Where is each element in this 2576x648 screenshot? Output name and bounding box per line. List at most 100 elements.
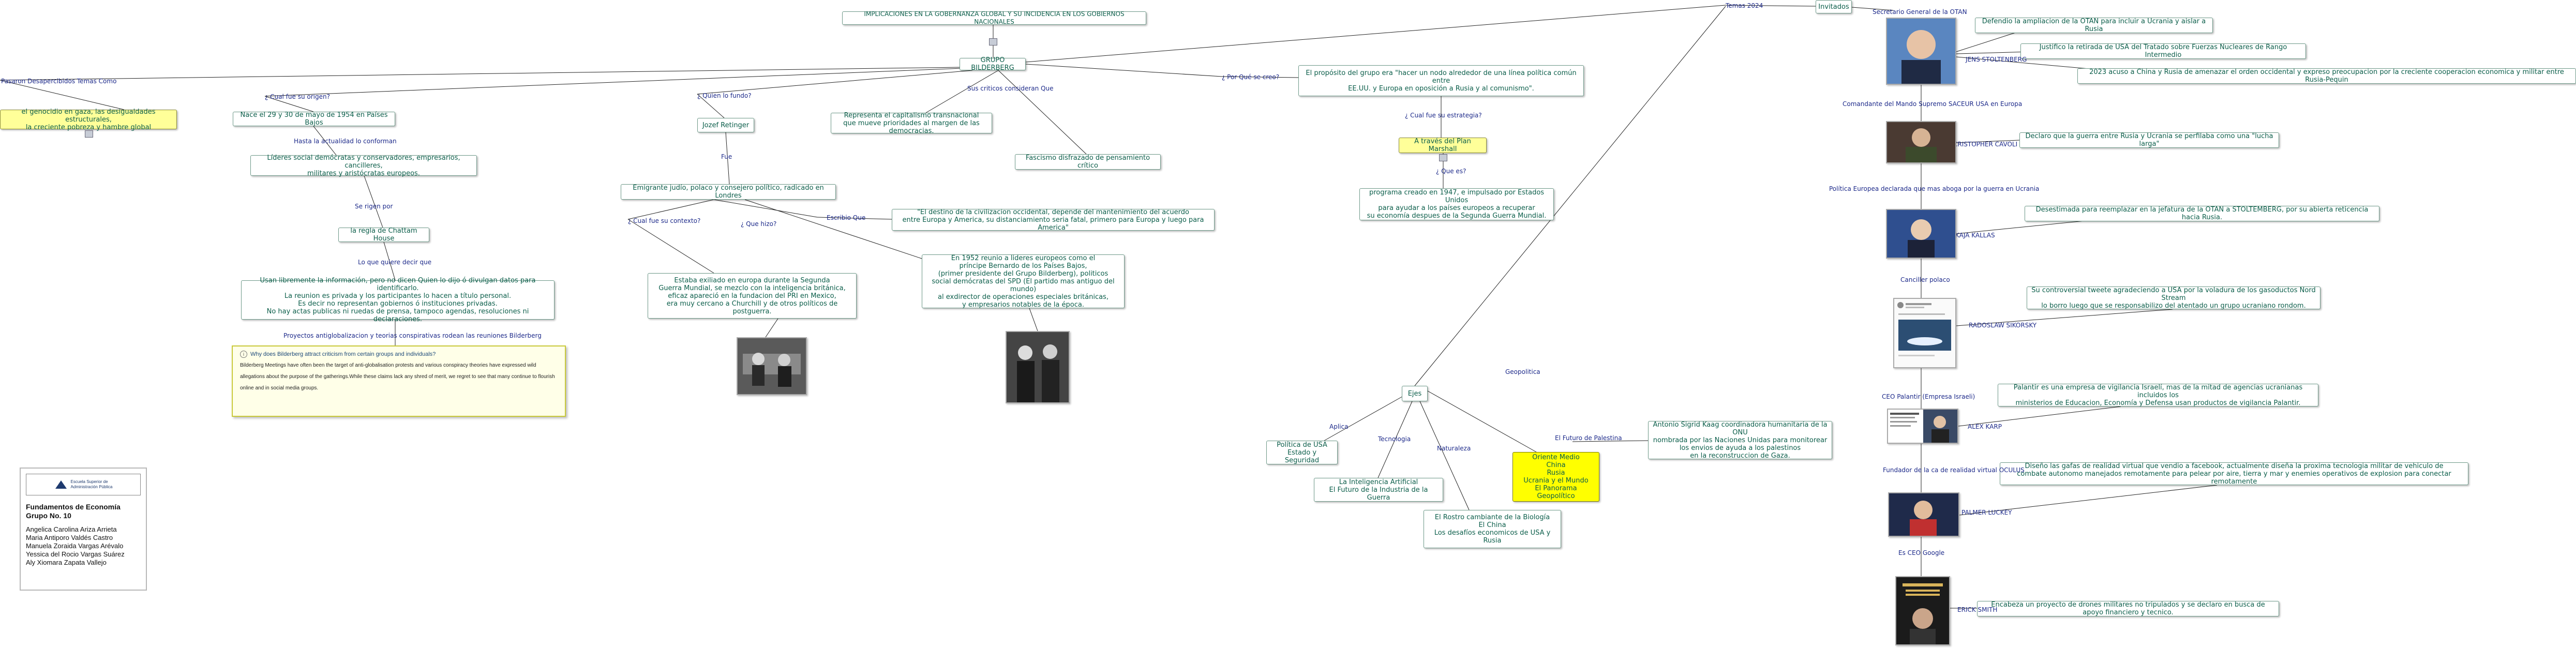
note-body: Bilderberg Meetings have often been the … — [240, 363, 555, 391]
fascismo-node[interactable]: Fascismo disfrazado de pensamiento críti… — [1015, 154, 1161, 170]
member-list: Angelica Carolina Ariza Arrieta Maria An… — [26, 525, 141, 567]
edge-label-por-que: ¿ Por Qué se creo? — [1222, 73, 1280, 81]
member-name: Angelica Carolina Ariza Arrieta — [26, 525, 117, 533]
antonio-node[interactable]: Antonio Sigrid Kaag coordinadora humanit… — [1648, 421, 1832, 460]
edge-label-temas2024: Temas 2024 — [1726, 2, 1763, 9]
edge-label-lo-que: Lo que quiere decir que — [358, 259, 432, 266]
edge-label-secretario: Secretario General de la OTAN — [1873, 8, 1967, 16]
connector-line — [1959, 485, 2218, 516]
connector-line — [1427, 390, 1537, 453]
edge-label-fundador: Fundador de la ca de realidad virtual OC… — [1883, 466, 2025, 474]
edge-label-kaja: KAJA KALLAS — [1955, 232, 1995, 239]
connector-line — [1851, 7, 1894, 11]
group-card: Escuela Superior de Administración Públi… — [20, 468, 147, 591]
nace-node[interactable]: Nace el 29 y 30 de mayo de 1954 en Paíse… — [233, 111, 395, 127]
connector-line — [1956, 31, 2021, 52]
controversial-node[interactable]: Su controversial tweete agradeciendo a U… — [2027, 287, 2320, 310]
edge-label-canciller: Canciller polaco — [1900, 276, 1950, 283]
course-name: Fundamentos de Economía — [26, 503, 121, 511]
photo-cavoli — [1886, 121, 1956, 163]
representa-node[interactable]: Representa el capitalismo transnacional … — [831, 112, 992, 135]
connector-line — [998, 70, 1087, 155]
photo-kallas — [1886, 209, 1956, 259]
school-name-line1: Escuela Superior de — [70, 479, 108, 484]
proposito-node[interactable]: El propósito del grupo era "hacer un nod… — [1298, 65, 1584, 96]
connector-line — [725, 132, 730, 185]
bilderberg-node[interactable]: GRUPO BILDERBERG — [960, 56, 1026, 72]
ejes-node[interactable]: Ejes — [1402, 386, 1428, 401]
oriente-node[interactable]: Oriente Medio China Rusia Ucrania y el M… — [1512, 452, 1599, 502]
photo-karp — [1887, 409, 1958, 444]
connector-line — [1419, 401, 1470, 510]
destino-node[interactable]: "El destino de la civilizacion occidenta… — [892, 208, 1215, 232]
plan-marshall-node[interactable]: A través del Plan Marshall — [1399, 138, 1487, 153]
connector-line — [1029, 308, 1038, 331]
programa-node[interactable]: programa creado en 1947, e impulsado por… — [1359, 188, 1554, 220]
edge-label-tecnologia: Tecnologia — [1378, 435, 1411, 443]
acuso-node[interactable]: 2023 acuso a China y Rusia de amenazar e… — [2077, 68, 2576, 84]
inteligencia-node[interactable]: La Inteligencia Artificial El Futuro de … — [1314, 478, 1443, 502]
edge-label-que-hizo: ¿ Que hizo? — [741, 220, 777, 228]
connector-line — [0, 67, 963, 81]
connector-line — [765, 318, 778, 338]
connector-line — [627, 199, 714, 220]
estaba-node[interactable]: Estaba exiliado en europa durante la Seg… — [648, 273, 857, 319]
edge-label-quien-fundo: ¿ Quien lo fundo? — [697, 92, 752, 99]
photo-stoltenberg — [1886, 18, 1956, 85]
connector-line — [1414, 6, 1726, 386]
lideres-node[interactable]: Líderes social demócratas y conservadore… — [250, 154, 477, 177]
link-icon — [85, 130, 93, 138]
connector-line — [1025, 5, 1726, 63]
palantir-node[interactable]: Palantir es una empresa de vigilancia Is… — [1998, 384, 2318, 407]
edge-label-cual-contexto: ¿ Cual fue su contexto? — [628, 217, 701, 224]
chattam-node[interactable]: la regla de Chattam House — [338, 227, 429, 243]
edge-label-sus-criticos: Sus criticos consideran Que — [967, 85, 1054, 92]
connector-line — [697, 70, 973, 95]
connector-line — [383, 242, 396, 281]
rostro-node[interactable]: El Rostro cambiante de la Biología El Ch… — [1424, 510, 1561, 548]
justifico-node[interactable]: Justifico la retirada de USA del Tratado… — [2020, 43, 2306, 59]
declaro-node[interactable]: Declaro que la guerra entre Rusia y Ucra… — [2019, 132, 2279, 148]
usan-node[interactable]: Usan libremente la información, pero no … — [241, 277, 555, 323]
connector-line — [1572, 440, 1649, 442]
connector-line — [744, 199, 922, 259]
school-logo-icon — [55, 480, 67, 489]
school-logo: Escuela Superior de Administración Públi… — [26, 474, 141, 495]
member-name: Maria Antiporo Valdés Castro — [26, 534, 113, 541]
connector-line — [1956, 140, 2020, 143]
edge-label-escribio: Escribio Que — [827, 214, 866, 221]
edge-label-futuro-palestina: El Futuro de Palestina — [1555, 434, 1622, 442]
disenio-node[interactable]: Diseño las gafas de realidad virtual que… — [2000, 462, 2468, 486]
edge-label-se-rigen: Se rigen por — [355, 203, 393, 210]
edge-label-erick: ERICK SMITH — [1957, 606, 1998, 613]
defendio-node[interactable]: Defendio la ampliacion de la OTAN para i… — [1975, 18, 2213, 33]
connector-line — [817, 217, 892, 220]
member-name: Yessica del Rocio Vargas Suárez — [26, 550, 125, 558]
edge-label-jens: JENS STOLTENBERG — [1966, 56, 2027, 63]
edge-label-pasaron: Pasaron Desapercibidos Temas Como — [1, 78, 117, 85]
photo-retinger-handshake — [1006, 331, 1070, 403]
edge-label-proyectos: Proyectos antiglobalizacion y teorias co… — [283, 332, 542, 339]
desestimada-node[interactable]: Desestimada para reemplazar en la jefatu… — [2025, 206, 2379, 221]
topic-title-node[interactable]: IMPLICACIONES EN LA GOBERNANZA GLOBAL Y … — [842, 10, 1146, 25]
member-name: Aly Xiomara Zapata Vallejo — [26, 559, 107, 566]
invitados-node[interactable]: Invitados — [1816, 0, 1852, 13]
emigrante-node[interactable]: Emigrante judío, polaco y consejero polí… — [621, 184, 836, 200]
connector-line — [925, 70, 999, 113]
genocidio-node[interactable]: el genocidio en gaza, las desigualdades … — [0, 108, 177, 131]
connector-line — [1377, 401, 1413, 478]
group-number: Grupo No. 10 — [26, 511, 71, 520]
edge-label-comandante: Comandante del Mando Supremo SACEUR USA … — [1843, 100, 2023, 108]
encabeza-node[interactable]: Encabeza un proyecto de drones militares… — [1977, 601, 2279, 616]
josef-node[interactable]: Jozef Retinger — [697, 118, 754, 132]
edge-label-alex: ALEX KARP — [1968, 423, 2002, 430]
edge-label-politica-eu: Política Europea declarada que mas aboga… — [1829, 185, 2040, 192]
edge-label-cristopher: CRISTOPHER CAVOLI — [1953, 141, 2018, 148]
school-name-line2: Administración Pública — [70, 485, 113, 489]
politica-usa-node[interactable]: Política de USA Estado y Seguridad — [1266, 441, 1338, 464]
en1952-node[interactable]: En 1952 reunio a lideres europeos como e… — [922, 254, 1125, 309]
edge-label-fue: Fue — [721, 153, 732, 160]
connector-line — [1956, 309, 2173, 326]
connector-line — [364, 175, 383, 228]
link-icon — [1439, 154, 1447, 161]
